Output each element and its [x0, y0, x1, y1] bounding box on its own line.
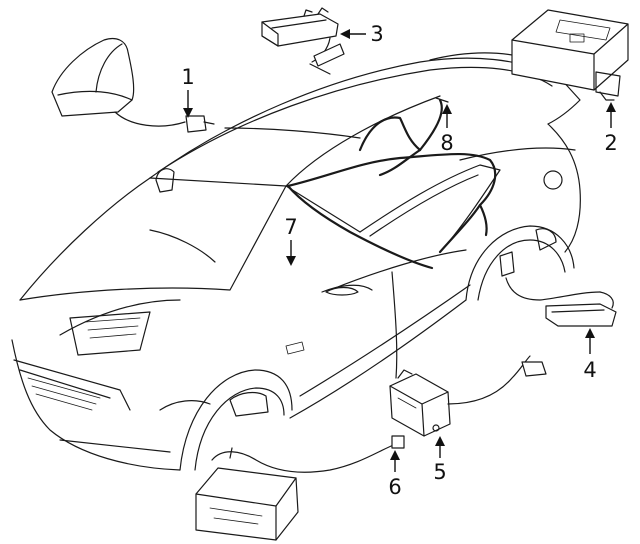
callout-number-6: 6: [388, 475, 401, 499]
callout-7: 7: [284, 215, 298, 266]
callout-number-3: 3: [370, 22, 383, 46]
callout-3: 3: [340, 22, 384, 46]
callout-2: 2: [604, 102, 618, 155]
antenna-bracket: [261, 7, 345, 75]
callout-number-5: 5: [433, 460, 446, 484]
vehicle-outline: [11, 52, 581, 471]
rear-antenna-module: [499, 251, 617, 327]
roof-wiring-harness: [286, 98, 497, 270]
callout-number-7: 7: [284, 215, 297, 239]
callout-4: 4: [583, 328, 597, 382]
amplifier-module: [389, 355, 547, 437]
callout-number-4: 4: [583, 358, 596, 382]
shark-fin-antenna: [51, 37, 215, 133]
control-module: [511, 9, 629, 101]
callout-1: 1: [181, 65, 195, 118]
callout-6: 6: [388, 450, 402, 499]
callout-8: 8: [440, 104, 454, 155]
receiver-module: [195, 435, 405, 541]
callout-number-1: 1: [181, 65, 194, 89]
callout-number-2: 2: [604, 131, 617, 155]
cable-connector: [435, 97, 449, 103]
callout-number-8: 8: [440, 131, 453, 155]
callout-5: 5: [433, 436, 447, 484]
